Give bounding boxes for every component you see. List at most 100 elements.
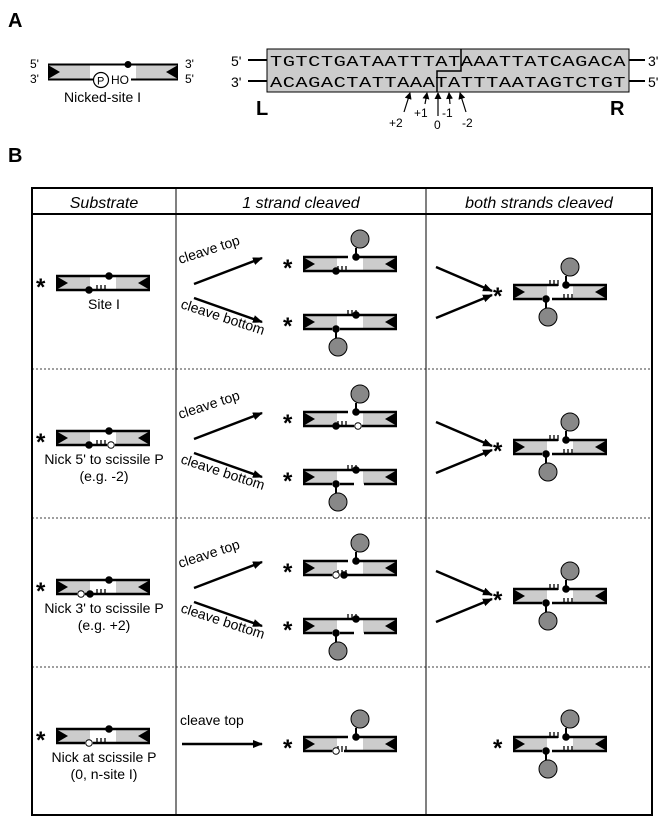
left-arm-box <box>513 589 547 603</box>
recombinase-protein <box>350 229 370 249</box>
recombinase-protein <box>328 337 348 357</box>
right-arm-box <box>573 589 607 603</box>
right-triangle <box>385 561 397 575</box>
substrate-example: (e.g. -2) <box>79 468 128 484</box>
hydroxyl-label: HO <box>111 73 129 87</box>
left-arm-box <box>56 431 90 445</box>
hydroxyl-end <box>85 739 93 747</box>
left-triangle <box>513 589 525 603</box>
substrate-example: (0, n-site I) <box>71 766 138 782</box>
left-arm-box <box>513 440 547 454</box>
left-arm-label: L <box>256 98 268 120</box>
position-minus1: -1 <box>442 106 453 120</box>
label-asterisk: * <box>493 587 503 614</box>
left-arm-box <box>513 285 547 299</box>
left-triangle <box>303 412 315 426</box>
left-triangle <box>513 737 525 751</box>
right-triangle <box>166 65 178 79</box>
right-arm-label: R <box>610 98 625 120</box>
table-border <box>31 187 653 816</box>
hydroxyl-end <box>332 571 340 579</box>
cleave-bottom-arrow <box>193 296 263 324</box>
sequence-diagram: 5' 3' 3' 5' TGTCTGATAATTTATAAATTATCAGACA… <box>231 48 658 132</box>
bottom-strand-sequence: ACAGACTATTAAATATTTAATAGTCTGT <box>270 75 626 92</box>
phosphate-dot <box>332 267 340 275</box>
phosphate-dot <box>86 590 94 598</box>
label-asterisk: * <box>493 438 503 465</box>
left-triangle <box>303 561 315 575</box>
left-triangle <box>303 470 315 484</box>
phosphate-label: P <box>97 76 104 88</box>
header-one-strand: 1 strand cleaved <box>242 195 361 212</box>
nick-top-3prime: 3' <box>185 57 194 71</box>
left-triangle <box>56 431 68 445</box>
recombinase-protein <box>328 641 348 661</box>
hydroxyl-end <box>332 747 340 755</box>
cleave-top-label: cleave top <box>180 712 244 728</box>
right-arm-box <box>363 470 397 484</box>
nick-bottom-3prime: 3' <box>30 72 39 86</box>
substrate-row: *Nick 3' to scissile P(e.g. +2) <box>36 576 164 633</box>
cleave-bottom-label: cleave bottom <box>179 600 267 642</box>
right-arm-box <box>573 737 607 751</box>
cleave-top-label: cleave top <box>176 232 242 267</box>
cleave-top-arrow <box>193 560 263 590</box>
converge-arrow-lower <box>435 448 493 475</box>
recombinase-protein <box>328 492 348 512</box>
left-arm-box <box>513 737 547 751</box>
hydroxyl-end <box>77 590 85 598</box>
right-arm-box <box>573 440 607 454</box>
left-triangle <box>48 65 60 79</box>
phosphate-circle <box>92 71 110 89</box>
label-asterisk: * <box>283 313 293 340</box>
cleave-bottom-arrow <box>193 451 263 479</box>
label-asterisk: * <box>36 578 46 605</box>
nick-top-5prime: 5' <box>30 57 39 71</box>
cleave-top-arrow <box>193 411 263 441</box>
left-triangle <box>56 276 68 290</box>
label-asterisk: * <box>283 255 293 282</box>
right-arm-box <box>363 619 397 633</box>
substrate-name: Site I <box>88 296 120 312</box>
left-arm-box <box>303 737 337 751</box>
seq-bottom-5prime: 5' <box>648 74 658 90</box>
left-triangle <box>303 737 315 751</box>
right-triangle <box>385 470 397 484</box>
left-arm-box <box>303 315 337 329</box>
header-substrate: Substrate <box>70 195 139 212</box>
seq-top-3prime: 3' <box>648 53 658 69</box>
recombinase-protein <box>560 257 580 277</box>
label-asterisk: * <box>493 735 503 762</box>
panel-b-table: Substrate 1 strand cleaved both strands … <box>31 187 653 816</box>
position-zero: 0 <box>434 118 441 132</box>
scissile-phosphate-dot <box>124 61 132 68</box>
phosphate-dot <box>352 311 360 319</box>
right-triangle <box>138 729 150 743</box>
recombinase-protein <box>560 561 580 581</box>
hydroxyl-end <box>354 422 362 430</box>
substrate-row: *Nick 5' to scissile P(e.g. -2) <box>36 427 164 484</box>
converge-arrow-upper <box>435 265 493 293</box>
left-triangle <box>56 580 68 594</box>
converge-arrow-lower <box>435 293 493 320</box>
nicked-site-schematic: 5' 3' 3' 5' P HO Nicked-site I <box>30 57 194 105</box>
recombinase-protein <box>350 709 370 729</box>
cleave-top-label: cleave top <box>176 536 242 571</box>
hydroxyl-end <box>107 441 115 449</box>
phosphate-dot <box>332 422 340 430</box>
right-triangle <box>595 589 607 603</box>
recombinase-protein <box>538 759 558 779</box>
substrate-example: (e.g. +2) <box>78 617 131 633</box>
phosphate-dot <box>85 441 93 449</box>
panel-a-label: A <box>8 10 22 32</box>
label-asterisk: * <box>493 283 503 310</box>
left-arm-box <box>303 470 337 484</box>
right-triangle <box>138 276 150 290</box>
phosphate-dot <box>340 571 348 579</box>
right-triangle <box>138 431 150 445</box>
seq-top-5prime: 5' <box>231 53 241 69</box>
right-arm-box <box>573 285 607 299</box>
right-arm-box <box>363 315 397 329</box>
phosphate-dot <box>105 725 113 733</box>
left-arm-box <box>303 257 337 271</box>
